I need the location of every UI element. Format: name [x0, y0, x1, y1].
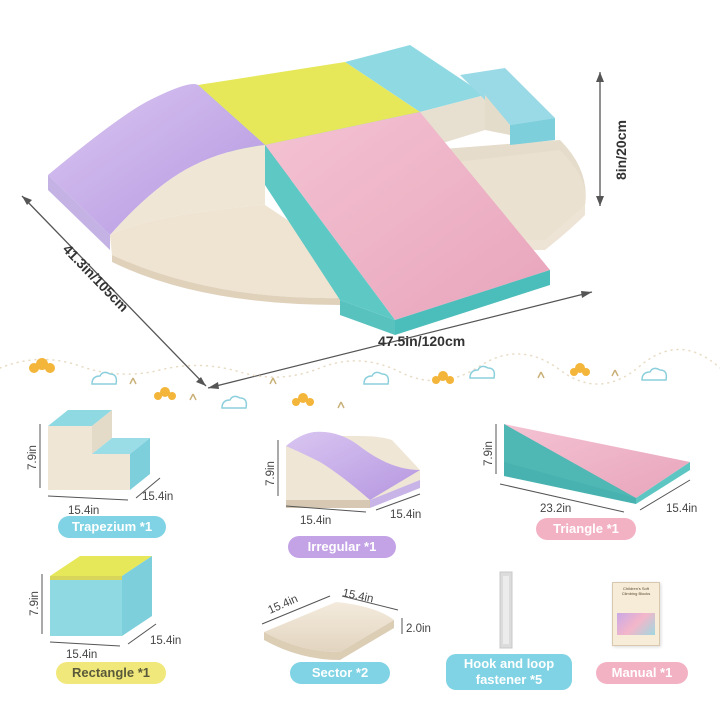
fastener-label: Hook and loop fastener *5: [446, 654, 572, 690]
cloud-icon: [29, 358, 590, 406]
svg-text:7.9in: 7.9in: [483, 441, 495, 466]
svg-text:15.4in: 15.4in: [666, 503, 697, 515]
rectangle-label: Rectangle *1: [56, 662, 166, 684]
svg-text:15.4in: 15.4in: [68, 505, 99, 517]
triangle-slope: [265, 112, 550, 320]
triangle-piece: [504, 424, 690, 504]
svg-text:23.2in: 23.2in: [540, 503, 571, 515]
dimension-lines: [21, 72, 604, 389]
sector-left: [110, 205, 340, 299]
fastener-label-line1: Hook and loop: [463, 656, 555, 671]
svg-text:2.0in: 2.0in: [406, 623, 431, 635]
triangle-label: Triangle *1: [536, 518, 636, 540]
trapezium-label: Trapezium *1: [58, 516, 166, 538]
svg-text:15.4in: 15.4in: [142, 491, 173, 503]
svg-text:15.4in: 15.4in: [390, 509, 421, 521]
trapezium-top: [345, 45, 485, 112]
svg-text:15.4in: 15.4in: [300, 515, 331, 527]
cloud-icon: [91, 365, 668, 409]
width-dimension: 47.5in/120cm: [378, 333, 465, 349]
sector-label: Sector *2: [290, 662, 390, 684]
assembled-set: [48, 45, 586, 335]
manual-booklet: Children's Soft Climbing Blocks: [612, 582, 660, 646]
fastener-label-line2: fastener *5: [475, 672, 543, 687]
svg-text:7.9in: 7.9in: [265, 461, 277, 486]
fastener-strip: [499, 571, 513, 649]
svg-text:15.4in: 15.4in: [341, 587, 374, 605]
manual-cover-title: Children's Soft Climbing Blocks: [621, 586, 651, 596]
manual-cover-photo: [617, 613, 655, 635]
svg-text:7.9in: 7.9in: [27, 445, 39, 470]
manual-label: Manual *1: [596, 662, 688, 684]
irregular-top: [48, 84, 265, 235]
rectangle-top: [198, 62, 420, 145]
trapezium-piece: [48, 410, 150, 490]
sprout-icon: [129, 369, 619, 409]
sector-piece: [264, 602, 394, 660]
svg-text:15.4in: 15.4in: [150, 635, 181, 647]
svg-text:15.4in: 15.4in: [266, 593, 300, 617]
svg-text:15.4in: 15.4in: [66, 649, 97, 661]
height-dimension: 8in/20cm: [613, 120, 629, 180]
rectangle-piece: [50, 556, 152, 636]
irregular-piece: [286, 431, 420, 508]
irregular-label: Irregular *1: [288, 536, 396, 558]
svg-text:7.9in: 7.9in: [29, 591, 41, 616]
dotted-wave: [0, 348, 720, 385]
